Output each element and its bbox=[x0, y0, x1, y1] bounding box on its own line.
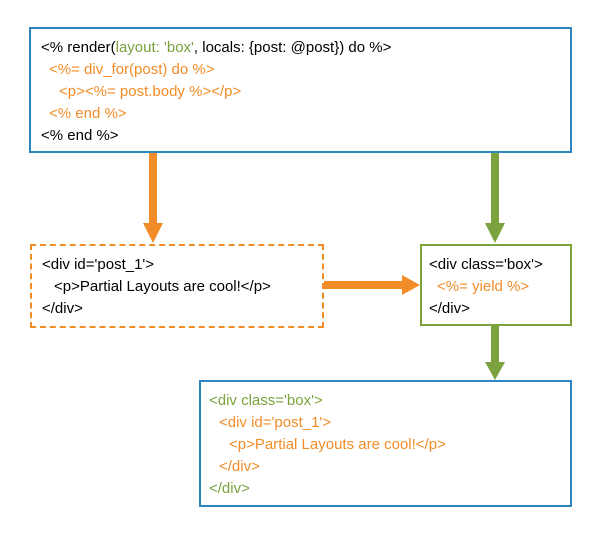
render-layout-arg: layout: 'box' bbox=[115, 39, 194, 56]
render-call-open: <% render( bbox=[41, 39, 116, 56]
render-line: <% render(layout: 'box', locals: {post: … bbox=[41, 37, 391, 59]
arrow-layout-to-result-shaft bbox=[491, 326, 499, 364]
post-body-line: <p><%= post.body %></p> bbox=[59, 83, 242, 100]
layout-div-close: </div> bbox=[429, 300, 470, 317]
arrow-top-to-partial-shaft bbox=[149, 153, 157, 225]
div-for-line: <%= div_for(post) do %> bbox=[49, 61, 215, 78]
arrow-partial-to-layout-head bbox=[402, 275, 420, 295]
arrow-top-to-layout-head bbox=[485, 223, 505, 243]
result-box-div-open: <div class='box'> bbox=[209, 392, 323, 409]
result-post-div-open: <div id='post_1'> bbox=[219, 414, 332, 431]
partial-div-close: </div> bbox=[42, 300, 83, 317]
inner-end-line: <% end %> bbox=[49, 105, 127, 122]
layout-box: <div class='box'> <%= yield %> </div> bbox=[420, 244, 572, 326]
partial-output-box: <div id='post_1'> <p>Partial Layouts are… bbox=[30, 244, 324, 328]
layout-div-open: <div class='box'> bbox=[429, 256, 543, 273]
arrow-top-to-layout-shaft bbox=[491, 153, 499, 225]
layout-yield: <%= yield %> bbox=[437, 278, 530, 295]
result-paragraph: <p>Partial Layouts are cool!</p> bbox=[229, 436, 446, 453]
result-post-div-close: </div> bbox=[219, 458, 260, 475]
result-box-div-close: </div> bbox=[209, 480, 250, 497]
arrow-layout-to-result-head bbox=[485, 362, 505, 380]
outer-end-line: <% end %> bbox=[41, 127, 119, 144]
partial-div-open: <div id='post_1'> bbox=[42, 256, 155, 273]
arrow-partial-to-layout-shaft bbox=[324, 281, 404, 289]
result-output-box: <div class='box'> <div id='post_1'> <p>P… bbox=[199, 380, 572, 507]
render-code-box: <% render(layout: 'box', locals: {post: … bbox=[29, 27, 572, 153]
arrow-top-to-partial-head bbox=[143, 223, 163, 243]
partial-paragraph: <p>Partial Layouts are cool!</p> bbox=[54, 278, 271, 295]
render-locals-arg: , locals: {post: @post}) do %> bbox=[193, 39, 392, 56]
